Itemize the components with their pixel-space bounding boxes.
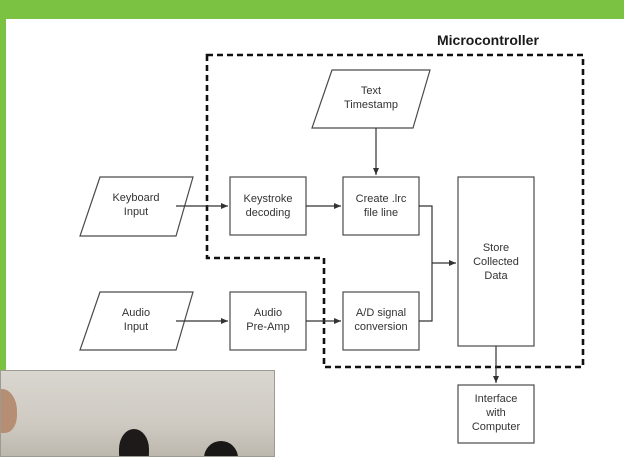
keystroke-decoding-line1: Keystroke: [244, 193, 293, 205]
keyboard-input-line1: Keyboard: [112, 192, 159, 204]
ad-conversion-node: [342, 291, 420, 351]
ad-conversion-line1: A/D signal: [356, 307, 406, 319]
audio-input-line2: Input: [124, 321, 148, 333]
audio-preamp-line2: Pre-Amp: [246, 321, 289, 333]
ad-conversion-line2: conversion: [354, 321, 407, 333]
keyboard-input-node: [79, 176, 194, 237]
person-figure: [1, 389, 17, 433]
store-data-line3: Data: [484, 270, 508, 282]
keystroke-decoding-node: [229, 176, 307, 236]
create-lrc-line2: file line: [364, 207, 398, 219]
text-timestamp-line1: Text: [361, 85, 381, 97]
create-lrc-line1: Create .lrc: [356, 193, 407, 205]
microcontroller-label: Microcontroller: [437, 32, 539, 48]
merge-connector: [419, 205, 433, 322]
store-data-node: [457, 176, 535, 347]
store-data-line2: Collected: [473, 256, 519, 268]
interface-line1: Interface: [475, 393, 518, 405]
keyboard-input-line2: Input: [124, 206, 148, 218]
audio-preamp-node: [229, 291, 307, 351]
text-timestamp-line2: Timestamp: [344, 99, 398, 111]
interface-line2: with: [485, 407, 506, 419]
interface-line3: Computer: [472, 421, 521, 433]
interface-node: [457, 384, 535, 444]
keystroke-decoding-line2: decoding: [246, 207, 291, 219]
store-data-line1: Store: [483, 242, 509, 254]
create-lrc-node: [342, 176, 420, 236]
team-photo: [0, 370, 275, 457]
person-figure: [119, 429, 149, 456]
audio-input-node: [79, 291, 194, 351]
microcontroller-boundary: [205, 53, 585, 369]
audio-preamp-line1: Audio: [254, 307, 282, 319]
person-figure: [204, 441, 238, 456]
audio-input-line1: Audio: [122, 307, 150, 319]
text-timestamp-node: [311, 69, 431, 129]
